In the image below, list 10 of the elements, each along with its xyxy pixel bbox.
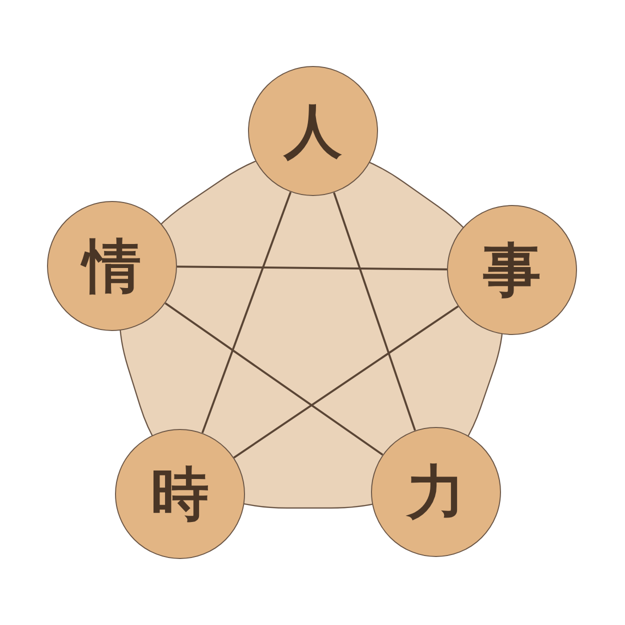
star-line bbox=[176, 266, 448, 270]
star-line bbox=[233, 306, 459, 458]
character-label: 人 bbox=[284, 102, 342, 160]
star-line bbox=[201, 192, 292, 434]
character-label: 力 bbox=[407, 463, 465, 521]
character-label: 時 bbox=[151, 465, 209, 523]
character-label: 事 bbox=[483, 241, 541, 299]
star-line bbox=[164, 302, 384, 456]
character-label: 情 bbox=[83, 237, 141, 295]
star-line bbox=[333, 192, 416, 431]
